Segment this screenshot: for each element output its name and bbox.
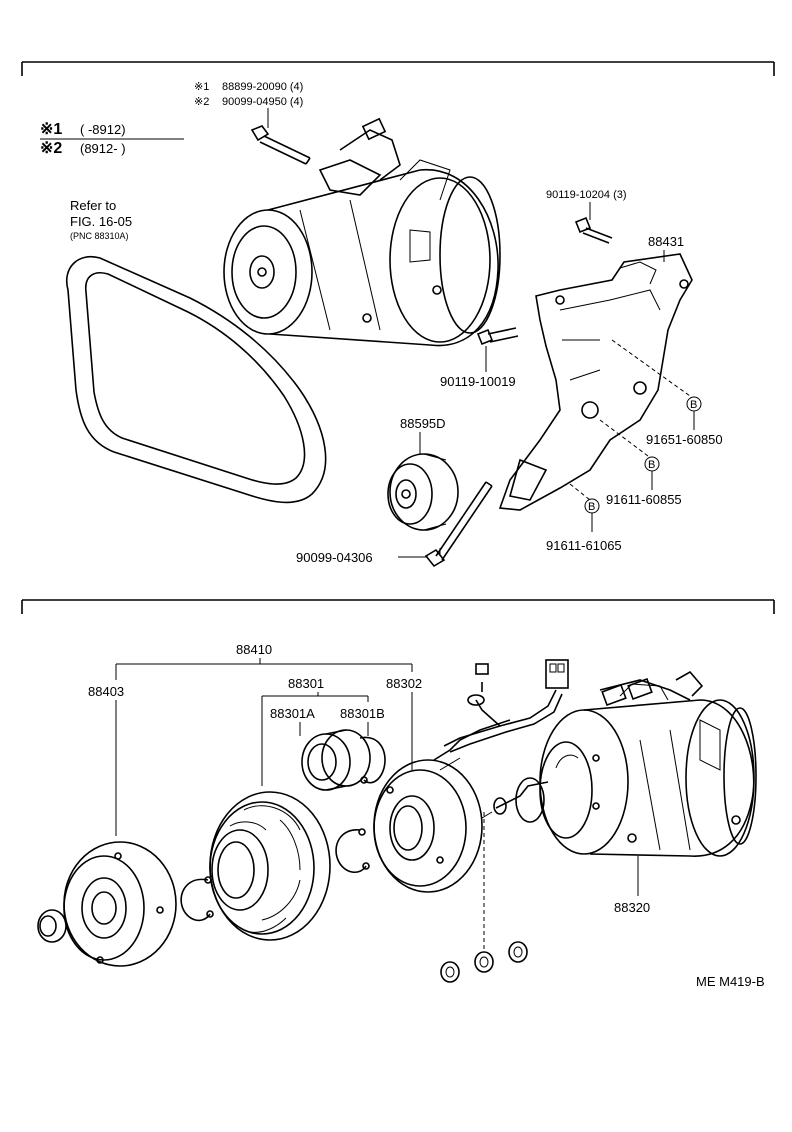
legend-mark-2: ※2 <box>40 140 62 157</box>
label-90119-10204: 90119-10204 (3) <box>546 189 627 201</box>
belt-reference: Refer to FIG. 16-05 (PNC 88310A) <box>70 198 132 241</box>
long-bolt-icon: 90099-04306 <box>296 481 493 568</box>
legend-range-2: (8912- ) <box>80 141 126 156</box>
upper-compressor-icon <box>223 117 501 347</box>
lower-section-frame <box>21 599 775 614</box>
label-88301: 88301 <box>288 676 324 691</box>
label-90099-04306: 90099-04306 <box>296 550 373 565</box>
figure-code: ME M419-B <box>696 974 765 989</box>
shaft-centerline <box>481 811 493 950</box>
belt-ref-line3: (PNC 88310A) <box>70 231 129 241</box>
label-88403: 88403 <box>88 684 124 699</box>
shim-washer-3-icon <box>508 941 528 963</box>
note1-mark: ※1 <box>194 81 209 93</box>
nut3-mark: B <box>588 501 595 513</box>
bolt-notes: ※1 88899-20090 (4) ※2 90099-04950 (4) <box>194 81 303 128</box>
middle-bolt: 90119-10019 <box>440 327 519 389</box>
label-88301B: 88301B <box>340 706 385 721</box>
label-88320: 88320 <box>614 900 650 915</box>
snap-ring-2-icon <box>359 736 386 784</box>
legend-range-1: ( -8912) <box>80 122 126 137</box>
label-91611-60855: 91611-60855 <box>606 492 682 507</box>
clutch-hub-icon <box>63 841 177 967</box>
note1-part: 88899-20090 (4) <box>222 81 303 93</box>
note2-mark: ※2 <box>194 96 209 108</box>
note2-part: 90099-04950 (4) <box>222 96 303 108</box>
clutch-assembly-label: 88410 <box>115 642 413 680</box>
bracket-icon: 88431 <box>498 234 693 511</box>
label-91611-61065: 91611-61065 <box>546 538 622 553</box>
label-88410: 88410 <box>236 642 272 657</box>
belt-ref-line2: FIG. 16-05 <box>70 214 132 229</box>
snap-ring-3-icon <box>335 828 370 873</box>
pulley-label: 88301 88301A 88301B <box>261 676 385 786</box>
upper-section-frame <box>21 61 775 76</box>
wiring-harness-icon <box>443 659 569 753</box>
shim-washer-1-icon <box>440 961 460 983</box>
label-91651-60850: 91651-60850 <box>646 432 723 447</box>
shim-icon <box>37 909 67 943</box>
nut-leaders <box>569 339 691 501</box>
compressor-label: 88320 <box>614 856 650 915</box>
nut2-mark: B <box>648 459 655 471</box>
pulley-icon <box>209 791 331 941</box>
nut2-marker: B 91611-60855 <box>606 456 682 507</box>
stator-icon <box>373 719 511 893</box>
shim-washer-2-icon <box>474 951 494 973</box>
nut1-marker: B 91651-60850 <box>646 396 723 447</box>
label-90119-10019: 90119-10019 <box>440 374 516 389</box>
snap-ring-1-icon <box>180 876 214 922</box>
label-88431: 88431 <box>648 234 684 249</box>
bearing-icon <box>301 729 371 791</box>
label-88302: 88302 <box>386 676 422 691</box>
bracket-bolt: 90119-10204 (3) <box>546 189 627 244</box>
belt-ref-line1: Refer to <box>70 198 116 213</box>
nut1-mark: B <box>690 399 697 411</box>
nut3-marker: B 91611-61065 <box>546 498 622 553</box>
hub-label: 88403 <box>88 684 124 836</box>
applicability-legend: ※1 ( -8912) ※2 (8912- ) <box>40 121 184 157</box>
v-belt-icon <box>65 255 327 504</box>
lower-compressor-icon <box>493 670 757 857</box>
idler-pulley-icon: 88595D <box>387 416 459 531</box>
label-88301A: 88301A <box>270 706 315 721</box>
legend-mark-1: ※1 <box>40 121 62 138</box>
top-bolt-icon <box>250 125 311 165</box>
stator-label: 88302 <box>386 676 422 770</box>
label-88595D: 88595D <box>400 416 446 431</box>
